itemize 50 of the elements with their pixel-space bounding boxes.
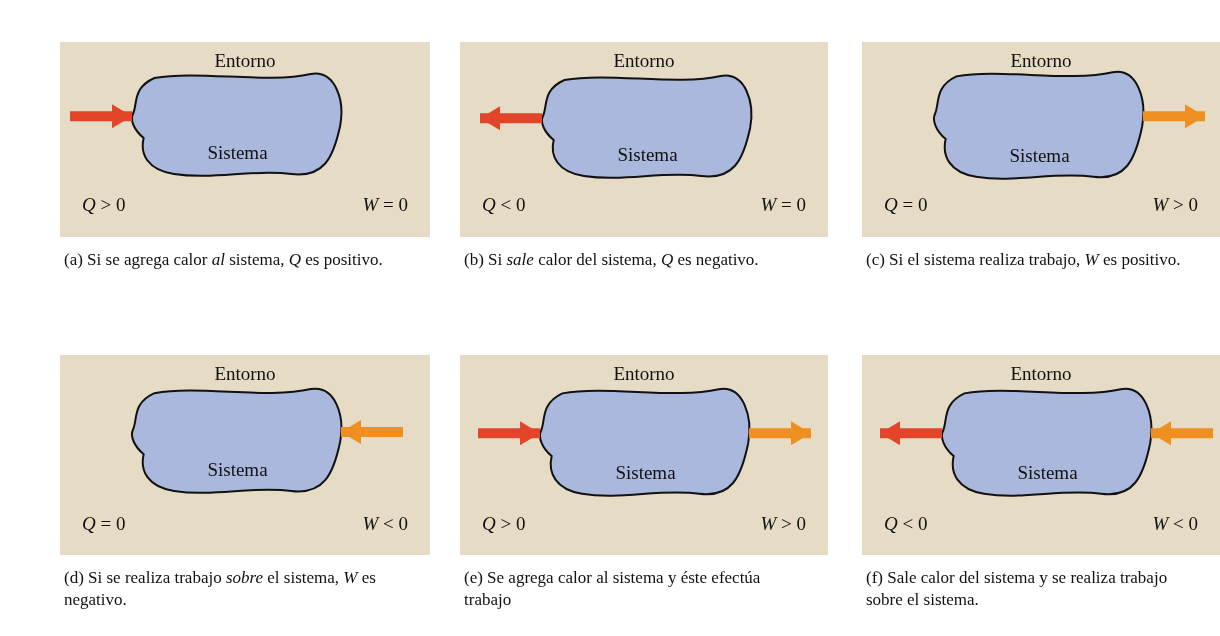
environment-panel — [862, 355, 1220, 555]
system-label: Sistema — [617, 144, 678, 166]
environment-label: Entorno — [214, 363, 276, 385]
arrow — [480, 106, 542, 131]
environment-panel — [60, 42, 430, 237]
environment-label: Entorno — [613, 363, 675, 385]
arrow — [1143, 104, 1205, 129]
sign-condition: Q < 0 — [482, 194, 526, 216]
figure-caption: (e) Se agrega calor al sistema y éste efectúa trabajo — [464, 567, 762, 611]
sign-condition: W < 0 — [362, 513, 408, 535]
figure-caption: (a) Si se agrega calor al sistema, Q es positivo. — [64, 249, 384, 271]
sign-condition: Q = 0 — [884, 194, 928, 216]
sign-condition: Q > 0 — [482, 513, 526, 535]
environment-label: Entorno — [613, 50, 675, 72]
system-label: Sistema — [615, 462, 676, 484]
sign-condition: W > 0 — [1152, 194, 1198, 216]
arrow — [749, 421, 811, 446]
system-label: Sistema — [1009, 145, 1070, 167]
sign-condition: W = 0 — [760, 194, 806, 216]
system-blob — [130, 385, 345, 497]
sign-condition: Q = 0 — [82, 513, 126, 535]
sign-condition: W > 0 — [760, 513, 806, 535]
arrow — [1151, 421, 1213, 446]
system-blob — [940, 385, 1155, 500]
system-label: Sistema — [207, 142, 268, 164]
environment-label: Entorno — [1010, 363, 1072, 385]
system-label: Sistema — [1017, 462, 1078, 484]
sign-condition: W = 0 — [362, 194, 408, 216]
arrow — [70, 104, 132, 129]
sign-condition: Q > 0 — [82, 194, 126, 216]
environment-panel — [862, 42, 1220, 237]
system-label: Sistema — [207, 459, 268, 481]
figure-caption: (d) Si se realiza trabajo sobre el sistema, W es negativo. — [64, 567, 377, 611]
arrow — [341, 420, 403, 445]
environment-panel — [460, 42, 828, 237]
environment-panel — [60, 355, 430, 555]
arrow — [478, 421, 540, 446]
figure-caption: (b) Si sale calor del sistema, Q es negativo. — [464, 249, 760, 271]
environment-label: Entorno — [1010, 50, 1072, 72]
environment-panel — [460, 355, 828, 555]
system-blob — [130, 70, 345, 180]
figure-caption: (c) Si el sistema realiza trabajo, W es positivo. — [866, 249, 1182, 271]
system-blob — [932, 68, 1147, 183]
sign-condition: Q < 0 — [884, 513, 928, 535]
figure-caption: (f) Sale calor del sistema y se realiza trabajo sobre el sistema. — [866, 567, 1169, 611]
arrow — [880, 421, 942, 446]
system-blob — [540, 72, 755, 182]
system-blob — [538, 385, 753, 500]
environment-label: Entorno — [214, 50, 276, 72]
sign-condition: W < 0 — [1152, 513, 1198, 535]
